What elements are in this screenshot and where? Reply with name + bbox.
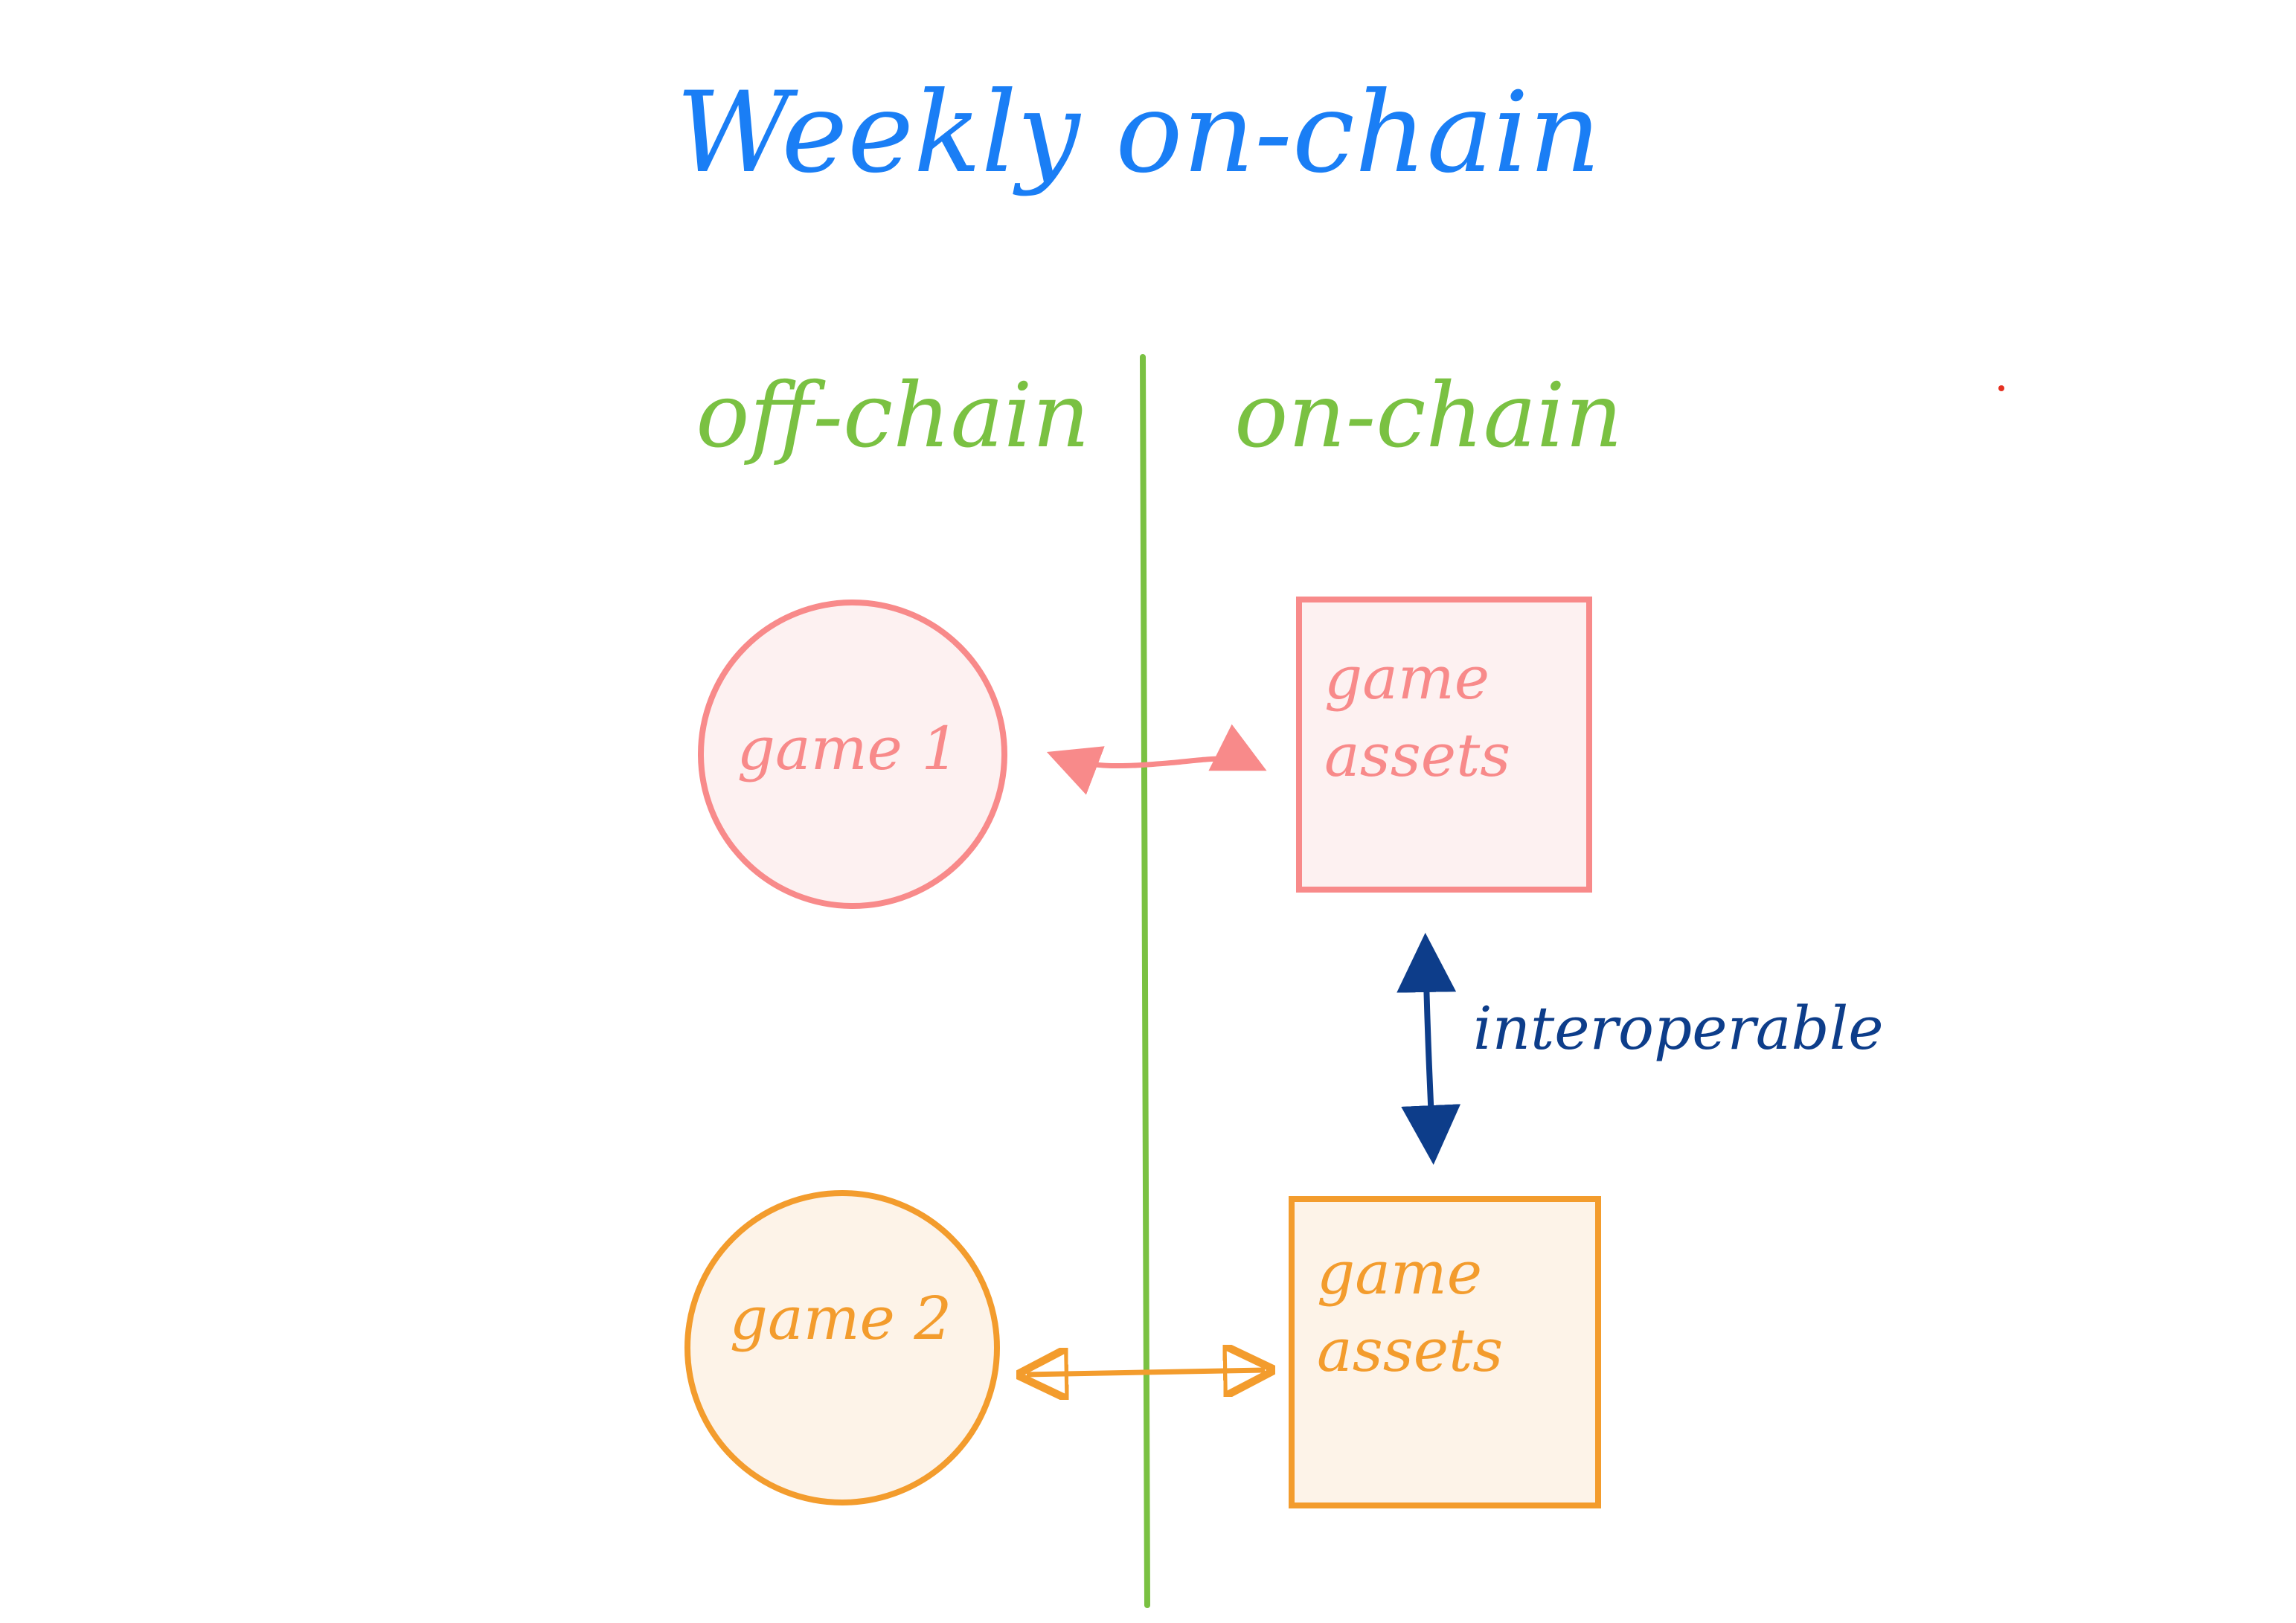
game-1-label: game 1	[737, 714, 959, 783]
stray-dot	[1998, 385, 2004, 391]
diagram-title: Weekly on-chain	[676, 68, 1601, 198]
game-assets-2-box	[1289, 1196, 1601, 1508]
game-1-circle	[698, 600, 1007, 909]
game-assets-1-box	[1296, 597, 1592, 893]
interoperable-arrow	[1396, 933, 1461, 1165]
game-assets-2-label: game assets	[1317, 1238, 1504, 1385]
divider-line	[1140, 354, 1150, 1608]
game-2-link-arrow	[1027, 1370, 1265, 1375]
interoperable-label: interoperable	[1473, 994, 1884, 1063]
game-1-link-arrow	[1046, 724, 1267, 795]
game-2-label: game 2	[730, 1284, 952, 1353]
game-assets-1-label: game assets	[1324, 643, 1511, 790]
off-chain-label: off-chain	[696, 364, 1090, 468]
on-chain-label: on-chain	[1234, 364, 1623, 468]
game-2-circle	[684, 1190, 1000, 1505]
